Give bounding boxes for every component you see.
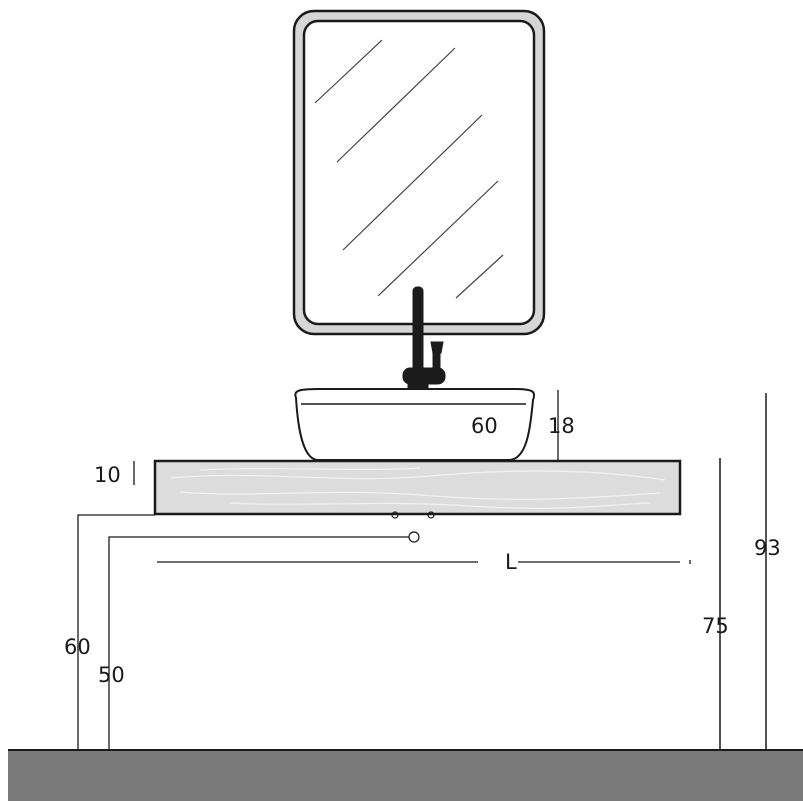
mirror (292, 9, 546, 336)
shelf-height-label: 75 (702, 614, 729, 638)
shelf-thickness-dimension: 10 (94, 461, 135, 487)
floor (8, 749, 803, 801)
wood-grain (169, 467, 666, 509)
basin-width-label: 60 (471, 414, 498, 438)
wooden-shelf (153, 459, 682, 516)
supply-point-left (391, 511, 399, 519)
supply-height-dimension (108, 536, 409, 750)
basin-height-dimension: 18 (548, 390, 575, 461)
supply-point-right (427, 511, 435, 519)
drain-height-dimension (77, 514, 155, 750)
faucet (402, 286, 446, 393)
mirror-reflection-lines (314, 39, 504, 299)
total-height-dimension: 93 (754, 393, 781, 750)
total-height-label: 93 (754, 536, 781, 560)
shelf-length-label: L (505, 550, 517, 574)
drain-height-label: 60 (64, 635, 91, 659)
drain-point (408, 531, 420, 543)
shelf-length-dimension (157, 560, 691, 564)
shelf-thickness-label: 10 (94, 463, 121, 487)
basin-height-label: 18 (548, 414, 575, 438)
shelf-height-dimension: 75 (702, 458, 729, 750)
vessel-basin: 60 (294, 388, 536, 461)
supply-height-label: 50 (98, 663, 125, 687)
